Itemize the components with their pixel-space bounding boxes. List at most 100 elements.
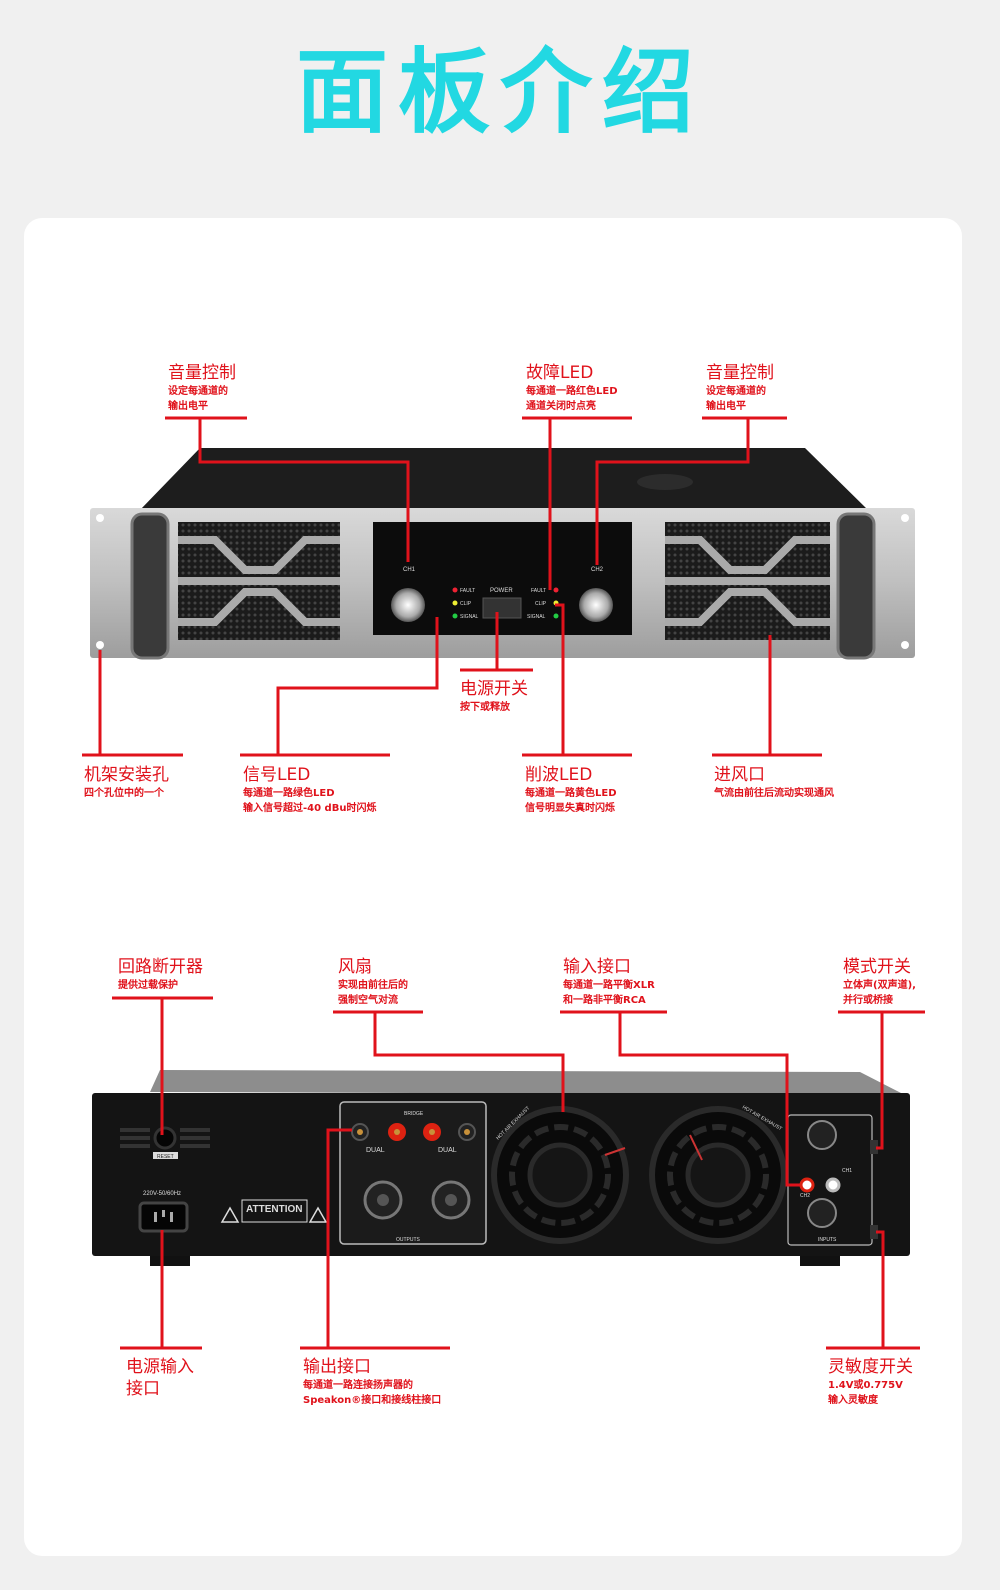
callout-desc: 每通道一路绿色LED	[243, 788, 335, 799]
callout-desc: 1.4V或0.775V	[828, 1380, 903, 1391]
callout-title: 故障LED	[526, 363, 594, 383]
signal-led-ch2	[553, 613, 559, 619]
callout-lines	[82, 416, 925, 1350]
rack-hole	[96, 514, 104, 522]
ch2-volume-knob[interactable]	[579, 588, 613, 622]
callout-fan: 风扇 实现由前往后的 强制空气对流	[338, 956, 408, 1008]
callout-desc: 输入信号超过-40 dBu时闪烁	[243, 803, 377, 814]
callout-desc: 每通道一路连接扬声器的	[303, 1380, 413, 1391]
fault-led-ch1	[452, 587, 458, 593]
signal-led-ch1	[452, 613, 458, 619]
callout-title: 音量控制	[706, 363, 774, 383]
callout-clip-led: 削波LED 每通道一路黄色LED 信号明显失真时闪烁	[525, 764, 617, 816]
xlr-input-ch1[interactable]	[807, 1120, 837, 1150]
callout-title: 输入接口	[563, 957, 631, 977]
callout-title: 削波LED	[525, 765, 593, 785]
callout-desc: 设定每通道的	[168, 386, 228, 397]
bridge-label: BRIDGE	[404, 1111, 424, 1117]
callout-volume-control-ch1: 音量控制 设定每通道的 输出电平	[168, 362, 236, 414]
handle-left	[130, 512, 170, 660]
ch1-label: CH1	[842, 1168, 852, 1174]
ch1-volume-knob[interactable]	[391, 588, 425, 622]
callout-desc: 和一路非平衡RCA	[563, 995, 646, 1006]
rack-hole	[96, 641, 104, 649]
signal-label: SIGNAL	[460, 614, 479, 620]
fault-led-ch2	[553, 587, 559, 593]
clip-label: CLIP	[535, 601, 547, 607]
callout-rack-mount-hole: 机架安装孔 四个孔位中的一个	[84, 764, 169, 801]
fault-label: FAULT	[460, 588, 475, 594]
callout-title: 进风口	[714, 765, 765, 785]
sensitivity-switch[interactable]	[870, 1225, 878, 1239]
callout-desc: 并行或桥接	[843, 995, 893, 1006]
callout-title: 输出接口	[303, 1357, 371, 1377]
attention-label: ATTENTION	[246, 1204, 302, 1215]
callout-desc: 气流由前往后流动实现通风	[714, 788, 834, 799]
dual-label: DUAL	[366, 1147, 385, 1154]
callout-fault-led: 故障LED 每通道一路红色LED 通道关闭时点亮	[526, 362, 618, 414]
callout-volume-control-ch2: 音量控制 设定每通道的 输出电平	[706, 362, 774, 414]
front-amplifier: CH1 CH2 FAULT CLIP SIGNAL FAULT CLIP SIG…	[90, 448, 915, 660]
callout-power-inlet: 电源输入 接口	[126, 1356, 194, 1400]
callout-title: 信号LED	[243, 765, 311, 785]
callout-circuit-breaker: 回路断开器 提供过载保护	[118, 956, 203, 993]
handle-right	[836, 512, 876, 660]
ch2-label: CH2	[591, 567, 604, 573]
callout-desc: 强制空气对流	[338, 995, 398, 1006]
callout-desc: 每通道一路黄色LED	[525, 788, 617, 799]
callout-title: 电源输入	[126, 1357, 194, 1377]
power-switch[interactable]	[482, 597, 522, 619]
fan-2	[649, 1106, 787, 1244]
callout-sensitivity-switch: 灵敏度开关 1.4V或0.775V 输入灵敏度	[828, 1356, 913, 1408]
callout-title: 回路断开器	[118, 957, 203, 977]
outputs-label: OUTPUTS	[396, 1237, 421, 1243]
callout-title: 风扇	[338, 957, 372, 977]
voltage-label: 220V-50/60Hz	[143, 1191, 181, 1197]
callout-air-intake: 进风口 气流由前往后流动实现通风	[714, 764, 834, 801]
callout-title: 模式开关	[843, 957, 911, 977]
callout-desc: 输入灵敏度	[828, 1395, 878, 1406]
inputs-label: INPUTS	[818, 1237, 837, 1243]
callout-desc: 立体声(双声道),	[843, 980, 916, 991]
callout-title: 音量控制	[168, 363, 236, 383]
intake-grille-left	[178, 522, 340, 640]
xlr-input-ch2[interactable]	[807, 1198, 837, 1228]
callout-title: 灵敏度开关	[828, 1357, 913, 1377]
callout-desc: 通道关闭时点亮	[526, 401, 596, 412]
rca-input-ch1[interactable]	[799, 1177, 815, 1193]
intake-grille-right	[665, 522, 830, 640]
callout-desc: 按下或释放	[460, 702, 510, 713]
callout-desc: 实现由前往后的	[338, 980, 408, 991]
callout-mode-switch: 模式开关 立体声(双声道), 并行或桥接	[843, 956, 916, 1008]
callout-desc: 输出电平	[168, 401, 208, 412]
reset-label: RESET	[157, 1154, 174, 1160]
callout-title: 机架安装孔	[84, 765, 169, 785]
callout-output-connectors: 输出接口 每通道一路连接扬声器的 Speakon®接口和接线柱接口	[303, 1356, 441, 1408]
ch2-label: CH2	[800, 1193, 810, 1199]
rear-amplifier: RESET 220V-50/60Hz ATTENTION BRIDGE DUAL…	[92, 1070, 910, 1266]
callout-desc: Speakon®接口和接线柱接口	[303, 1395, 442, 1406]
ch1-label: CH1	[403, 567, 416, 573]
callout-desc: 设定每通道的	[706, 386, 766, 397]
clip-label: CLIP	[460, 601, 472, 607]
callout-desc: 信号明显失真时闪烁	[525, 803, 615, 814]
callout-power-switch: 电源开关 按下或释放	[460, 678, 528, 715]
panel-card	[24, 218, 962, 1556]
fault-label: FAULT	[531, 588, 546, 594]
callout-title: 电源开关	[460, 679, 528, 699]
callout-desc: 每通道一路平衡XLR	[563, 980, 655, 991]
mode-switch[interactable]	[870, 1140, 878, 1154]
circuit-breaker[interactable]	[153, 1126, 177, 1150]
fan-1	[491, 1106, 629, 1244]
page-title: 面板介绍	[295, 39, 704, 146]
callout-desc: 四个孔位中的一个	[84, 788, 164, 799]
callout-title: 接口	[126, 1379, 160, 1399]
dual-label: DUAL	[438, 1147, 457, 1154]
signal-label: SIGNAL	[527, 614, 546, 620]
callout-desc: 每通道一路红色LED	[526, 386, 618, 397]
callout-desc: 提供过载保护	[118, 980, 178, 991]
rca-input-ch2[interactable]	[825, 1177, 841, 1193]
clip-led-ch1	[452, 600, 458, 606]
callout-desc: 输出电平	[706, 401, 746, 412]
